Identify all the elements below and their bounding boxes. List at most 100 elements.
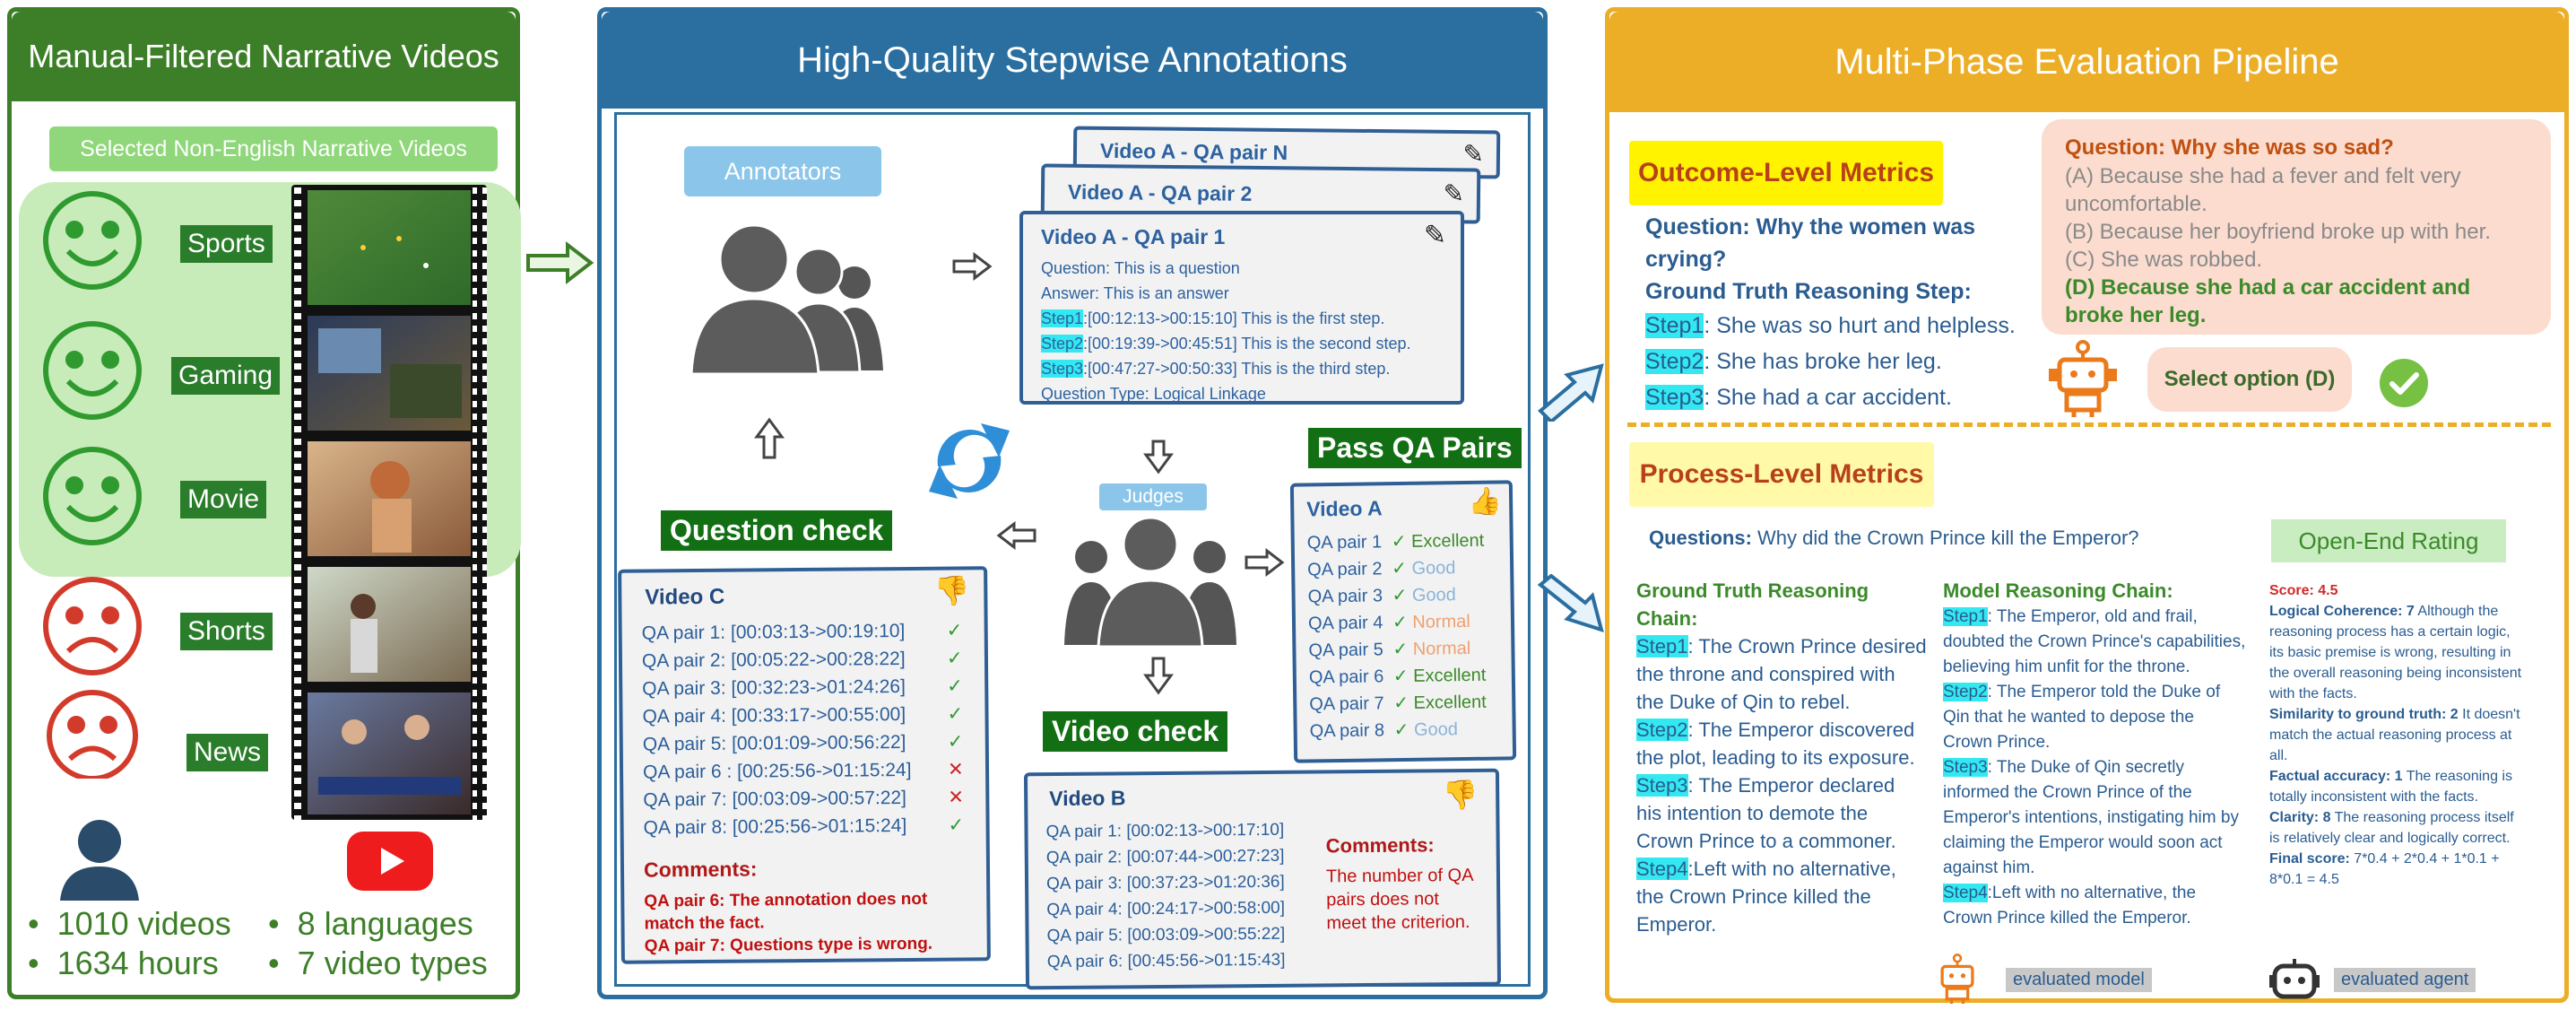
stat-languages: 8 languages xyxy=(297,905,473,942)
panel2-title: High-Quality Stepwise Annotations xyxy=(797,39,1348,80)
film-frames xyxy=(291,185,487,820)
arrow-up-icon xyxy=(754,417,785,459)
panel-title: Multi-Phase Evaluation Pipeline xyxy=(1609,12,2564,112)
video-c-comments: QA pair 6: The annotation does not match… xyxy=(644,889,933,956)
face-column xyxy=(43,191,142,779)
model-chain: Model Reasoning Chain: Step1: The Empero… xyxy=(1943,577,2248,931)
video-c-comments-label: Comments: xyxy=(643,857,758,882)
arrow-right-icon xyxy=(1245,548,1285,577)
video-check-label: Video check xyxy=(1043,711,1228,752)
qa-row: QA pair 6 : [00:25:56->01:15:24]✕ xyxy=(642,759,964,783)
qa-row: QA pair 6: [00:45:56->01:15:43] xyxy=(1046,950,1286,972)
qa-row: QA pair 4: [00:24:17->00:58:00] xyxy=(1046,898,1286,920)
qa-row: QA pair 5: [00:01:09->00:56:22]✓ xyxy=(642,731,964,755)
panel-title: High-Quality Stepwise Annotations xyxy=(602,12,1543,109)
gt-chain-step: Step4:Left with no alternative,the Crown… xyxy=(1636,858,1896,936)
rating-line: Factual accuracy: 1 The reasoning is tot… xyxy=(2269,769,2512,805)
judges-label: Judges xyxy=(1099,483,1207,510)
qa-row: QA pair 3: [00:37:23->01:20:36] xyxy=(1045,872,1285,894)
panel1-title: Manual-Filtered Narrative Videos xyxy=(28,38,499,74)
outcome-steps: Step1: She was so hurt and helpless. Ste… xyxy=(1645,313,2016,410)
annotators-label: Annotators xyxy=(684,146,881,196)
pass-qa-card: Video A 👍 QA pair 1✓ Excellent QA pair 2… xyxy=(1289,480,1517,763)
gt-chain: Ground Truth Reasoning Chain: Step1: The… xyxy=(1636,577,1932,938)
stat-types: 7 video types xyxy=(297,945,488,981)
model-chain-step: Step1: The Emperor, old and frail,doubte… xyxy=(1943,607,2246,676)
video-c-list: QA pair 1: [00:03:13->00:19:10]✓ QA pair… xyxy=(642,616,984,841)
robot-icon xyxy=(2049,340,2117,417)
panel3-title: Multi-Phase Evaluation Pipeline xyxy=(1834,41,2339,82)
outcome-question: Question: Why the women was crying? Grou… xyxy=(1645,214,1976,304)
qa-row: QA pair 2: [00:07:44->00:27:23] xyxy=(1045,846,1285,868)
video-b-card: Video B 👎 QA pair 1: [00:02:13->00:17:10… xyxy=(1023,768,1502,990)
pass-qa-label: Pass QA Pairs xyxy=(1308,428,1522,468)
rating-line: Logical Coherence: 7 Although the reason… xyxy=(2269,604,2522,701)
process-level-label: Process-Level Metrics xyxy=(1629,442,1934,507)
rating-line: Similarity to ground truth: 2 It doesn't… xyxy=(2269,707,2520,763)
qa-pair-1-card: Video A - QA pair 1 ✎ Question: This is … xyxy=(1019,211,1464,405)
edit-icon: ✎ xyxy=(1443,179,1465,208)
user-icon xyxy=(60,820,139,901)
happy-face-icon xyxy=(43,191,142,290)
happy-face-icon xyxy=(43,321,142,420)
edit-icon: ✎ xyxy=(1462,140,1485,169)
pass-qa-row: QA pair 8✓ Good xyxy=(1309,719,1459,742)
category-label: Movie xyxy=(180,481,267,518)
qa-row: QA pair 5: [00:03:09->00:55:22] xyxy=(1046,924,1286,946)
section-divider xyxy=(1627,422,2551,427)
mc-question-bubble: Question: Why she was so sad? (A) Becaus… xyxy=(2042,119,2551,335)
judges-group-icon xyxy=(1064,516,1236,649)
agent-robot-icon xyxy=(2269,959,2320,999)
film-strip xyxy=(291,185,487,820)
pass-qa-list: QA pair 1✓ Excellent QA pair 2✓ Good QA … xyxy=(1307,527,1513,745)
category-label: Gaming xyxy=(171,357,281,395)
qa-row: QA pair 2: [00:05:22->00:28:22]✓ xyxy=(641,648,963,672)
qa-row: QA pair 7: [00:03:09->00:57:22]✕ xyxy=(643,787,965,811)
qa-row: QA pair 4: [00:33:17->00:55:00]✓ xyxy=(642,703,964,727)
arrow-right-icon xyxy=(952,252,993,281)
qa-row: QA pair 8: [00:25:56->01:15:24]✓ xyxy=(643,814,965,839)
qa-row: QA pair 1: [00:02:13->00:17:10] xyxy=(1045,820,1285,842)
process-question: Questions: Why did the Crown Prince kill… xyxy=(1649,527,2139,549)
pass-qa-row: QA pair 3✓ Good xyxy=(1307,585,1457,607)
category-label: Shorts xyxy=(180,613,273,650)
panel-evaluation: Multi-Phase Evaluation Pipeline Outcome-… xyxy=(1605,7,2569,1004)
edit-icon: ✎ xyxy=(1423,221,1446,250)
thumbs-up-icon: 👍 xyxy=(1468,486,1503,517)
category-label: Sports xyxy=(180,225,273,263)
pass-qa-row: QA pair 4✓ Normal xyxy=(1307,611,1470,634)
stat-videos: 1010 videos xyxy=(56,905,231,942)
youtube-icon xyxy=(347,832,433,891)
video-b-comments-label: Comments: xyxy=(1325,833,1435,858)
pass-qa-row: QA pair 1✓ Excellent xyxy=(1306,530,1485,553)
video-b-comments: The number of QA pairs does not meet the… xyxy=(1325,865,1474,934)
subtitle-badge: Selected Non-English Narrative Videos xyxy=(49,126,498,171)
pass-qa-row: QA pair 6✓ Excellent xyxy=(1308,665,1487,688)
arrow-down-icon xyxy=(1143,440,1174,475)
arrow-down-right-icon xyxy=(1537,574,1604,632)
outcome-level-label: Outcome-Level Metrics xyxy=(1629,141,1943,205)
panel-video-collection: Manual-Filtered Narrative Videos Selecte… xyxy=(7,7,521,999)
question-check-label: Question check xyxy=(661,510,893,551)
arrow-up-right-icon xyxy=(1538,363,1604,422)
checkmark-circle-icon xyxy=(2380,359,2428,407)
rating-line: Clarity: 8 The reasoning process itself … xyxy=(2269,810,2514,846)
pass-qa-row: QA pair 7✓ Excellent xyxy=(1309,692,1487,715)
sad-face-icon xyxy=(43,577,142,675)
select-option-bubble: Select option (D) xyxy=(2147,347,2352,412)
pass-qa-row: QA pair 5✓ Normal xyxy=(1308,638,1471,661)
arrow-right-icon xyxy=(526,240,594,285)
happy-face-icon xyxy=(43,447,142,545)
panel-title: Manual-Filtered Narrative Videos xyxy=(12,12,516,101)
evaluated-model-label: evaluated model xyxy=(2006,968,2152,992)
arrow-down-icon xyxy=(1143,657,1174,695)
video-c-card: Video C 👎 QA pair 1: [00:03:13->00:19:10… xyxy=(618,566,991,964)
thumbs-down-icon: 👎 xyxy=(933,574,970,607)
qa-row: QA pair 3: [00:32:23->01:24:26]✓ xyxy=(642,675,963,700)
video-b-list: QA pair 1: [00:02:13->00:17:10] QA pair … xyxy=(1045,817,1285,975)
thumbs-down-icon: 👎 xyxy=(1442,778,1479,812)
open-end-rating-label: Open-End Rating xyxy=(2271,519,2506,562)
